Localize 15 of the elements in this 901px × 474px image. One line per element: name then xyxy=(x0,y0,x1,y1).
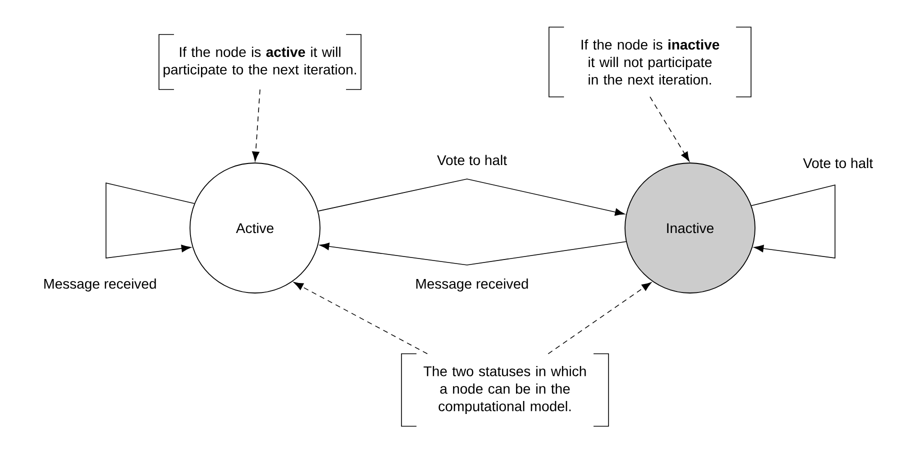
loop-arrow xyxy=(106,182,195,258)
bracket-note: The two statuses in which a node can be in the computational model. xyxy=(401,353,609,427)
dashed-arrow xyxy=(650,96,690,162)
dashed-arrow xyxy=(252,89,260,162)
edge-label: Message received xyxy=(41,276,159,294)
loop-arrow xyxy=(751,184,836,258)
edge-label: Vote to halt xyxy=(800,156,876,170)
edge-label: Vote to halt xyxy=(434,152,510,168)
dashed-arrow xyxy=(294,282,428,354)
bracket-note: If the node is active it will participate to the next iteration. xyxy=(158,34,362,90)
dashed-arrow xyxy=(548,282,652,354)
bracket-note: If the node is inactive it will not participate in the next iteration. xyxy=(548,26,752,98)
arrow xyxy=(320,241,626,266)
arrow xyxy=(318,178,625,216)
edge-label: Message received xyxy=(413,276,531,294)
